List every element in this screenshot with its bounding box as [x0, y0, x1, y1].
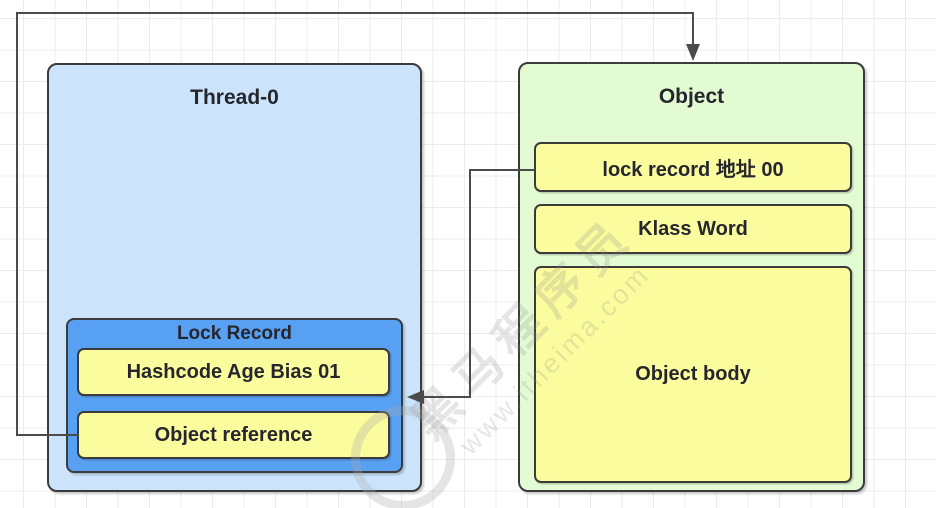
thread-box-title: Thread-0 — [190, 86, 279, 109]
thread-box: Thread-0 Lock Record Hashcode Age Bias 0… — [47, 63, 422, 492]
object-box-title: Object — [658, 85, 725, 108]
arrowhead-down-icon — [686, 44, 700, 61]
object-body-cell: Object body — [534, 266, 852, 483]
lock-record-box: Lock Record Hashcode Age Bias 01 Object … — [66, 318, 403, 473]
klass-word-cell: Klass Word — [534, 204, 852, 254]
object-reference-cell: Object reference — [77, 411, 390, 459]
object-box: Object lock record 地址 00 Klass Word Obje… — [518, 62, 865, 492]
hashcode-age-bias-cell: Hashcode Age Bias 01 — [77, 348, 390, 396]
lock-record-title: Lock Record — [176, 323, 293, 344]
lock-record-address-cell: lock record 地址 00 — [534, 142, 852, 192]
